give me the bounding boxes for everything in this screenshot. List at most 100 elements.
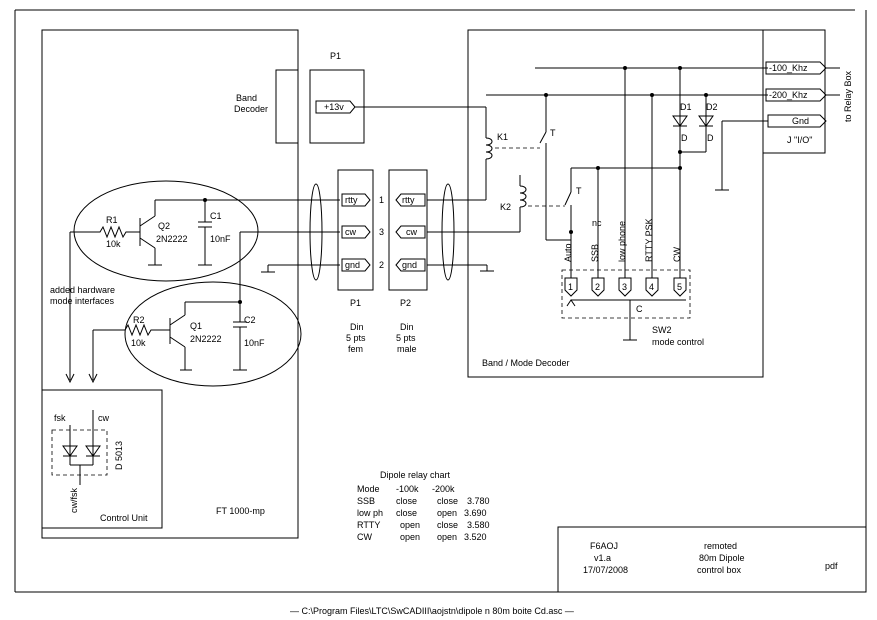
svg-text:open: open: [437, 532, 457, 542]
fsk-label: fsk: [54, 413, 66, 423]
svg-text:T: T: [576, 186, 582, 196]
svg-text:+13v: +13v: [324, 102, 344, 112]
svg-text:C2: C2: [244, 315, 256, 325]
title-version: v1.a: [594, 553, 611, 563]
svg-text:Dipole relay chart: Dipole relay chart: [380, 470, 451, 480]
svg-text:fem: fem: [348, 344, 363, 354]
svg-text:CW: CW: [357, 532, 372, 542]
svg-text:Gnd: Gnd: [792, 116, 809, 126]
svg-text:3: 3: [379, 227, 384, 237]
p2-din-connector: rtty cw gnd P2 Din 5 pts male: [388, 169, 428, 354]
lower-interface-circuit: R2 10k Q1 2N2222 C2 10nF: [88, 231, 340, 387]
title-desc-1: remoted: [704, 541, 737, 551]
d5013-label: D 5013: [114, 441, 124, 470]
svg-text:D2: D2: [706, 102, 718, 112]
svg-text:2: 2: [595, 282, 600, 292]
svg-text:rtty: rtty: [345, 195, 358, 205]
band-bus: [486, 66, 768, 278]
svg-text:gnd: gnd: [345, 260, 360, 270]
svg-text:Auto: Auto: [563, 243, 573, 262]
svg-text:4: 4: [649, 282, 654, 292]
svg-text:open: open: [400, 532, 420, 542]
p1-din-connector: rtty cw gnd 1 3 2 P1 Din 5 pts fem: [337, 169, 384, 354]
hardware-note-1: added hardware: [50, 285, 115, 295]
title-author: F6AOJ: [590, 541, 618, 551]
sw2-switch: Auto SSB low phone RTTY PSK CW nc 1 2 3 …: [561, 218, 704, 347]
svg-text:3.520: 3.520: [464, 532, 487, 542]
svg-text:C1: C1: [210, 211, 222, 221]
svg-text:-200_Khz: -200_Khz: [769, 90, 808, 100]
upper-interface-circuit: R1 10k Q2 2N2222 C1 10nF: [65, 180, 340, 384]
svg-text:SSB: SSB: [357, 496, 375, 506]
svg-text:C: C: [636, 304, 643, 314]
svg-text:close: close: [396, 508, 417, 518]
svg-text:gnd: gnd: [402, 260, 417, 270]
control-unit: Control Unit fsk cw D 5013 cw/fsk: [41, 389, 163, 529]
svg-text:-200k: -200k: [432, 484, 455, 494]
relay-chart: Dipole relay chart Mode -100k -200k SSB …: [357, 470, 490, 542]
svg-text:2: 2: [379, 260, 384, 270]
svg-text:Control Unit: Control Unit: [100, 513, 148, 523]
svg-text:3.780: 3.780: [467, 496, 490, 506]
svg-text:5: 5: [677, 282, 682, 292]
svg-text:cw: cw: [406, 227, 418, 237]
svg-text:Din: Din: [400, 322, 414, 332]
diodes-d1-d2: D1 D2 D D: [672, 102, 718, 143]
svg-text:-100k: -100k: [396, 484, 419, 494]
svg-text:Decoder: Decoder: [234, 104, 268, 114]
to-relay-box: to Relay Box: [843, 70, 853, 122]
svg-text:2N2222: 2N2222: [190, 334, 222, 344]
svg-text:rtty: rtty: [402, 195, 415, 205]
cw-top-label: cw: [98, 413, 110, 423]
svg-text:close: close: [437, 520, 458, 530]
svg-text:K1: K1: [497, 132, 508, 142]
svg-text:T: T: [550, 128, 556, 138]
title-desc-2: 80m Dipole: [699, 553, 745, 563]
svg-text:5 pts: 5 pts: [346, 333, 366, 343]
svg-text:Q2: Q2: [158, 221, 170, 231]
svg-text:SW2: SW2: [652, 325, 672, 335]
svg-text:close: close: [437, 496, 458, 506]
svg-text:3.580: 3.580: [467, 520, 490, 530]
svg-text:nc: nc: [592, 218, 602, 228]
svg-text:Din: Din: [350, 322, 364, 332]
svg-text:low phone: low phone: [617, 221, 627, 262]
band-mode-decoder-label: Band / Mode Decoder: [482, 358, 570, 368]
svg-text:D: D: [681, 133, 688, 143]
svg-text:R2: R2: [133, 315, 145, 325]
svg-text:J "I/O": J "I/O": [787, 135, 812, 145]
title-format: pdf: [825, 561, 838, 571]
hardware-note-2: mode interfaces: [50, 296, 115, 306]
svg-text:male: male: [397, 344, 417, 354]
svg-text:Mode: Mode: [357, 484, 380, 494]
svg-text:3.690: 3.690: [464, 508, 487, 518]
svg-text:R1: R1: [106, 215, 118, 225]
svg-text:10nF: 10nF: [244, 338, 265, 348]
svg-text:SSB: SSB: [590, 244, 600, 262]
svg-text:10k: 10k: [106, 239, 121, 249]
p1-top-connector: P1 +13v: [309, 51, 486, 144]
band-decoder: Band Decoder: [234, 69, 299, 144]
footer-path: — C:\Program Files\LTC\SwCADIII\aojstn\d…: [290, 606, 574, 616]
svg-text:P1: P1: [350, 298, 361, 308]
svg-text:1: 1: [568, 282, 573, 292]
ft1000-label: FT 1000-mp: [216, 506, 265, 516]
title-date: 17/07/2008: [583, 565, 628, 575]
svg-text:close: close: [396, 496, 417, 506]
relay-k2: K2 T: [500, 165, 582, 241]
svg-text:1: 1: [379, 195, 384, 205]
svg-text:RTTY PSK: RTTY PSK: [644, 218, 654, 262]
svg-text:10nF: 10nF: [210, 234, 231, 244]
svg-text:RTTY: RTTY: [357, 520, 380, 530]
title-desc-3: control box: [697, 565, 742, 575]
svg-text:3: 3: [622, 282, 627, 292]
svg-text:-100_Khz: -100_Khz: [769, 63, 808, 73]
title-block: F6AOJ v1.a 17/07/2008 remoted 80m Dipole…: [557, 526, 867, 593]
svg-text:P2: P2: [400, 298, 411, 308]
j-io-connector: -100_Khz -200_Khz Gnd J "I/O" to Relay B…: [762, 29, 853, 154]
svg-text:D: D: [707, 133, 714, 143]
svg-text:5 pts: 5 pts: [396, 333, 416, 343]
svg-text:P1: P1: [330, 51, 341, 61]
svg-text:2N2222: 2N2222: [156, 234, 188, 244]
